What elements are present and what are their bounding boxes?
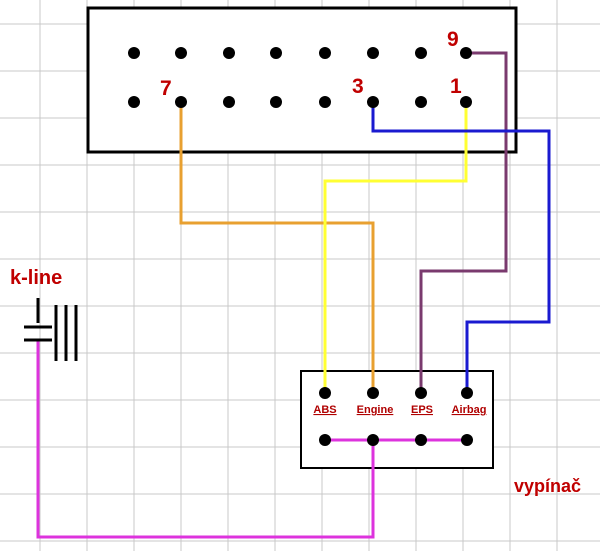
connector-pin bbox=[270, 96, 282, 108]
connector-pins bbox=[128, 47, 472, 108]
connector-pin bbox=[223, 47, 235, 59]
connector-pin bbox=[460, 96, 472, 108]
switch-label-engine: Engine bbox=[357, 404, 394, 416]
pin-label-7: 7 bbox=[160, 77, 172, 100]
connector-pin bbox=[319, 96, 331, 108]
switch-label-abs: ABS bbox=[313, 404, 336, 416]
switch-pin bbox=[367, 434, 379, 446]
connector-pin bbox=[175, 96, 187, 108]
pin-label-1: 1 bbox=[450, 75, 462, 98]
wire-pin7-engine bbox=[179, 102, 375, 393]
switch-pin bbox=[367, 387, 379, 399]
switch-pin bbox=[319, 387, 331, 399]
pin-label-3: 3 bbox=[352, 75, 364, 98]
switch-housing bbox=[300, 370, 494, 469]
wire-pin1-abs bbox=[323, 102, 468, 393]
pin-label-9: 9 bbox=[447, 28, 459, 51]
connector-pin bbox=[128, 47, 140, 59]
switch-pins bbox=[319, 387, 473, 446]
switch-caption: vypínač bbox=[514, 476, 581, 496]
switch-pin bbox=[319, 434, 331, 446]
connector-pin bbox=[319, 47, 331, 59]
connector-pin bbox=[367, 47, 379, 59]
wire-kline-switch bbox=[36, 340, 375, 539]
wire-pin9-eps bbox=[419, 51, 508, 393]
connector-housing bbox=[86, 6, 518, 154]
connector-pin bbox=[175, 47, 187, 59]
connector-pin bbox=[415, 96, 427, 108]
switch-label-airbag: Airbag bbox=[452, 404, 487, 416]
kline-label: k-line bbox=[10, 267, 62, 289]
switch-pin bbox=[461, 434, 473, 446]
connector-pin bbox=[270, 47, 282, 59]
connector-pin bbox=[128, 96, 140, 108]
connector-pin bbox=[367, 96, 379, 108]
connector-pin bbox=[223, 96, 235, 108]
switch-pin bbox=[461, 387, 473, 399]
switch-label-eps: EPS bbox=[411, 404, 433, 416]
connector-pin bbox=[460, 47, 472, 59]
connector-pin bbox=[415, 47, 427, 59]
battery-symbol bbox=[24, 298, 78, 361]
switch-pin bbox=[415, 434, 427, 446]
switch-pin bbox=[415, 387, 427, 399]
wire-pin3-airbag bbox=[371, 102, 551, 393]
